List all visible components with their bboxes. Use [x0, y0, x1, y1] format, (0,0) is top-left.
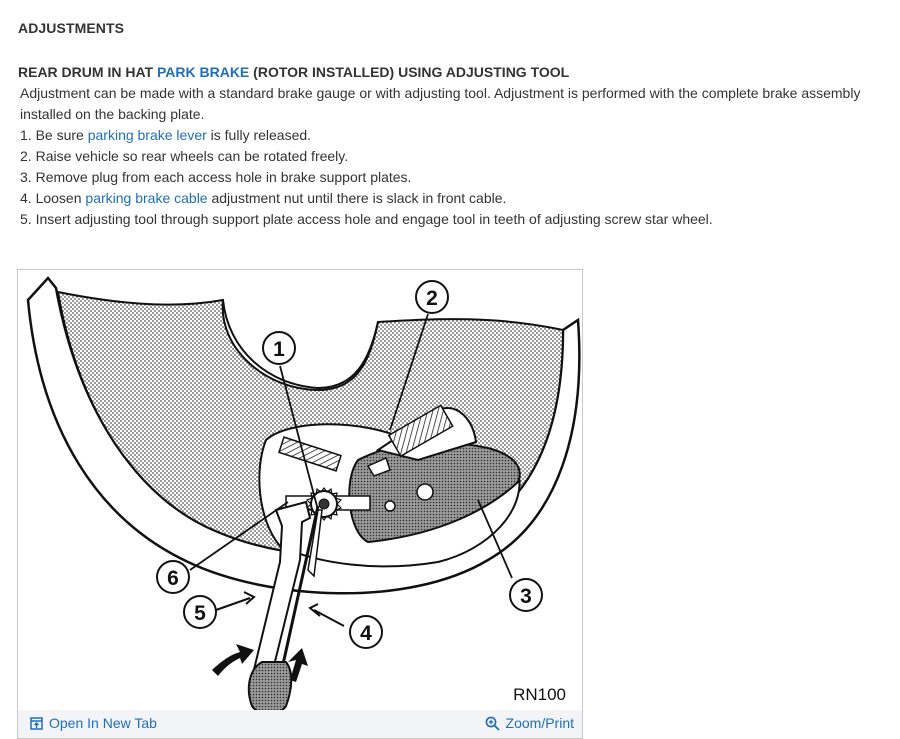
magnifier-zoom-icon — [485, 716, 500, 731]
step-text: Be sure — [35, 127, 88, 143]
adjuster-screw — [278, 436, 342, 472]
document-content: ADJUSTMENTS REAR DRUM IN HAT PARK BRAKE … — [18, 20, 878, 230]
callout-6: 6 — [156, 560, 190, 594]
page-heading: ADJUSTMENTS — [18, 20, 125, 36]
step-text: adjustment nut until there is slack in f… — [207, 190, 507, 206]
step-text: Insert adjusting tool through support pl… — [35, 211, 713, 227]
step-5: 5. Insert adjusting tool through support… — [20, 209, 878, 230]
zoom-print-label: Zoom/Print — [505, 715, 574, 731]
figure-id-label: RN100 — [513, 685, 566, 704]
step-text: Raise vehicle so rear wheels can be rota… — [35, 148, 349, 164]
callout-3: 3 — [509, 578, 543, 612]
step-number: 3. — [20, 169, 32, 185]
leader-line-2 — [389, 313, 429, 431]
svg-text:1: 1 — [273, 338, 285, 361]
step-4: 4. Loosen parking brake cable adjustment… — [20, 188, 878, 209]
step-3: 3. Remove plug from each access hole in … — [20, 167, 878, 188]
leader-line-6 — [189, 501, 289, 571]
callout-5: 5 — [183, 595, 217, 629]
step-number: 4. — [20, 190, 32, 206]
procedure-steps: 1. Be sure parking brake lever is fully … — [18, 125, 878, 230]
shoe-lining — [387, 404, 454, 458]
step-2: 2. Raise vehicle so rear wheels can be r… — [20, 146, 878, 167]
brake-adjustment-figure: 1 2 3 4 5 6 RN100 — [17, 269, 583, 739]
step-text: is fully released. — [206, 127, 312, 143]
step-number: 2. — [20, 148, 32, 164]
step-number: 5. — [20, 211, 32, 227]
callout-4: 4 — [349, 615, 383, 649]
parking-brake-lever-link[interactable]: parking brake lever — [87, 127, 207, 143]
pointer-arrow-4 — [308, 603, 345, 627]
intro-paragraph: Adjustment can be made with a standard b… — [20, 85, 861, 122]
svg-text:6: 6 — [167, 567, 179, 590]
pointer-arrow-5 — [215, 591, 256, 611]
open-in-new-tab-icon — [30, 716, 43, 730]
screwdriver-shaft — [278, 505, 320, 679]
star-wheel-hub — [318, 498, 330, 510]
shoe-hole — [416, 483, 434, 501]
figure-toolbar: Open In New Tab Zoom/Print — [18, 710, 582, 738]
leader-line-1 — [279, 365, 319, 511]
park-brake-link[interactable]: PARK BRAKE — [156, 64, 250, 80]
parking-brake-cable-link[interactable]: parking brake cable — [85, 190, 208, 206]
section-title-prefix: REAR DRUM IN HAT — [18, 64, 157, 80]
open-in-new-tab-button[interactable]: Open In New Tab — [30, 715, 157, 731]
section-title: REAR DRUM IN HAT PARK BRAKE (ROTOR INSTA… — [18, 62, 878, 83]
hub-opening — [222, 299, 379, 390]
step-1: 1. Be sure parking brake lever is fully … — [20, 125, 878, 146]
step-text: Remove plug from each access hole in bra… — [35, 169, 412, 185]
svg-text:3: 3 — [520, 585, 532, 608]
svg-text:2: 2 — [426, 287, 438, 310]
zoom-print-button[interactable]: Zoom/Print — [485, 715, 574, 731]
star-wheel-teeth — [305, 487, 343, 521]
brake-diagram: 1 2 3 4 5 6 RN100 — [26, 276, 581, 710]
shoe-slot — [366, 456, 391, 477]
step-text: Loosen — [35, 190, 86, 206]
screwdriver-handle — [247, 661, 293, 710]
section-title-suffix: (ROTOR INSTALLED) USING ADJUSTING TOOL — [249, 64, 570, 80]
svg-text:5: 5 — [194, 602, 206, 625]
motion-arrow-right — [288, 648, 308, 682]
motion-arrow-left — [212, 644, 254, 676]
shoe-hole — [384, 500, 396, 512]
open-in-new-tab-label: Open In New Tab — [49, 715, 157, 731]
leader-line-3 — [477, 499, 513, 579]
callout-2: 2 — [415, 280, 449, 314]
adjusting-tool — [248, 500, 312, 692]
callout-1: 1 — [262, 331, 296, 365]
tool-shaft — [307, 509, 323, 578]
svg-text:4: 4 — [360, 622, 372, 645]
step-number: 1. — [20, 127, 32, 143]
